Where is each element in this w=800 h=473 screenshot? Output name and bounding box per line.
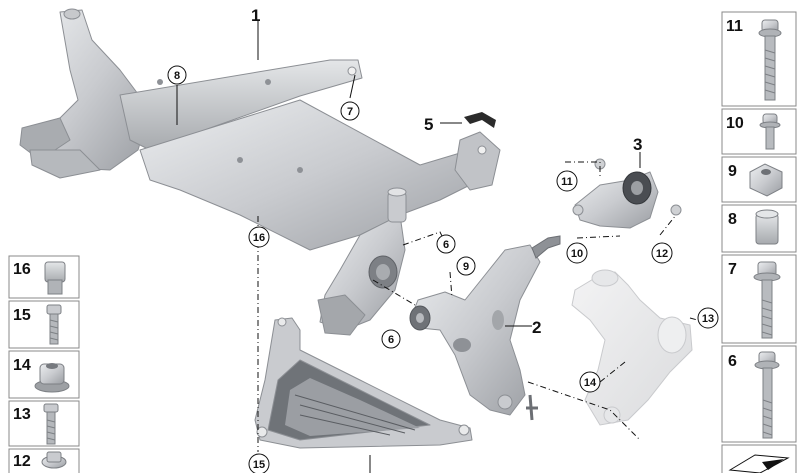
legend-label-8: 8 (728, 211, 737, 228)
callout-6b: 6 (381, 329, 401, 349)
svg-text:16: 16 (253, 232, 265, 244)
dash-9 (449, 271, 453, 299)
callout-15: 15 (248, 453, 270, 473)
bolt-icon (46, 304, 62, 345)
subframe-illustration[interactable] (19, 8, 501, 336)
dash-10 (576, 235, 621, 239)
legend-label-14: 14 (13, 357, 31, 374)
hex-bolt-icon (758, 19, 782, 101)
hint-wedge-icon (728, 454, 790, 473)
callout-7: 7 (340, 101, 360, 121)
legend-label-11: 11 (726, 18, 743, 35)
legend-label-13: 13 (13, 406, 31, 423)
svg-text:7: 7 (347, 106, 353, 118)
bolt-icon (41, 451, 67, 469)
callout-5: 5 (424, 115, 433, 134)
svg-text:10: 10 (571, 248, 583, 260)
callout-10: 10 (566, 242, 588, 264)
dash-11 (565, 161, 601, 178)
svg-text:6: 6 (388, 334, 394, 346)
callout-6a: 6 (436, 234, 456, 254)
flange-nut-icon (34, 363, 70, 393)
dash-6b (372, 279, 416, 306)
dash-12 (659, 214, 677, 236)
dash-14 (599, 361, 626, 383)
reinforcement-plate-illustration[interactable] (254, 317, 473, 449)
svg-text:12: 12 (656, 248, 668, 260)
legend-label-10: 10 (726, 115, 744, 132)
legend-label-9: 9 (728, 163, 737, 180)
callout-1: 1 (251, 6, 260, 25)
wedge-pad-illustration[interactable] (464, 112, 496, 128)
callout-8: 8 (167, 65, 187, 85)
svg-text:9: 9 (463, 261, 469, 273)
leader-7 (349, 74, 356, 99)
legend-label-15: 15 (13, 307, 31, 324)
callout-9: 9 (456, 256, 476, 276)
left-parts-legend: 16 15 14 13 12 (8, 255, 80, 473)
hex-bolt-icon (754, 351, 780, 439)
callout-16: 16 (248, 226, 270, 248)
bolt-icon (759, 113, 781, 150)
legend-label-6: 6 (728, 353, 737, 370)
dash-13 (689, 317, 706, 323)
svg-text:15: 15 (253, 459, 265, 471)
callout-11: 11 (556, 170, 578, 192)
svg-text:8: 8 (174, 70, 180, 82)
square-nut-icon (749, 163, 783, 197)
svg-text:11: 11 (561, 176, 573, 188)
dash-balljoint (527, 381, 641, 441)
callout-12: 12 (651, 242, 673, 264)
svg-text:6: 6 (443, 239, 449, 251)
callout-13: 13 (697, 307, 719, 329)
bracket-illustration[interactable] (572, 158, 682, 229)
nut-icon (44, 261, 66, 295)
steering-knuckle-illustration (571, 269, 693, 426)
svg-text:13: 13 (702, 313, 714, 325)
hex-bolt-icon (753, 261, 781, 339)
sleeve-icon (755, 209, 779, 245)
callout-3: 3 (633, 135, 642, 154)
callout-14: 14 (579, 371, 601, 393)
legend-label-7: 7 (728, 261, 737, 278)
control-arm-illustration[interactable] (409, 235, 561, 421)
right-parts-legend: 11 10 9 8 7 6 (721, 11, 797, 473)
svg-text:14: 14 (584, 377, 597, 389)
callout-2: 2 (532, 318, 541, 337)
legend-label-12: 12 (13, 453, 31, 470)
hex-bolt-icon (43, 403, 59, 445)
legend-label-16: 16 (13, 261, 31, 278)
